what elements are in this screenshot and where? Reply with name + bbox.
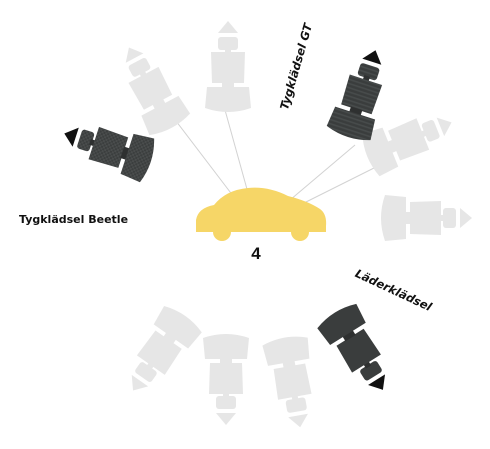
label-beetle-cloth: Tygklädsel Beetle bbox=[19, 213, 129, 226]
seat-option-beetle-cloth[interactable] bbox=[57, 112, 158, 184]
seat-option-ghost-bottom-left[interactable] bbox=[114, 302, 205, 404]
seat-option-ghost-bottom-mid[interactable] bbox=[203, 334, 249, 425]
seat-option-ghost-bottom-right[interactable] bbox=[261, 333, 323, 432]
arrow-icon bbox=[368, 374, 386, 390]
seat-option-ghost-right[interactable] bbox=[381, 195, 472, 241]
seat-option-ghost-top[interactable] bbox=[205, 21, 251, 112]
selection-count: 4 bbox=[251, 244, 261, 263]
seat-option-gt-cloth[interactable] bbox=[326, 43, 398, 144]
seat-option-leather[interactable] bbox=[315, 300, 402, 402]
car-icon bbox=[196, 187, 327, 241]
seat-option-ghost-left-upper[interactable] bbox=[108, 36, 192, 139]
arrow-icon bbox=[64, 127, 79, 147]
seat-option-ghost-right-upper[interactable] bbox=[358, 101, 461, 178]
arrow-icon bbox=[362, 50, 382, 65]
